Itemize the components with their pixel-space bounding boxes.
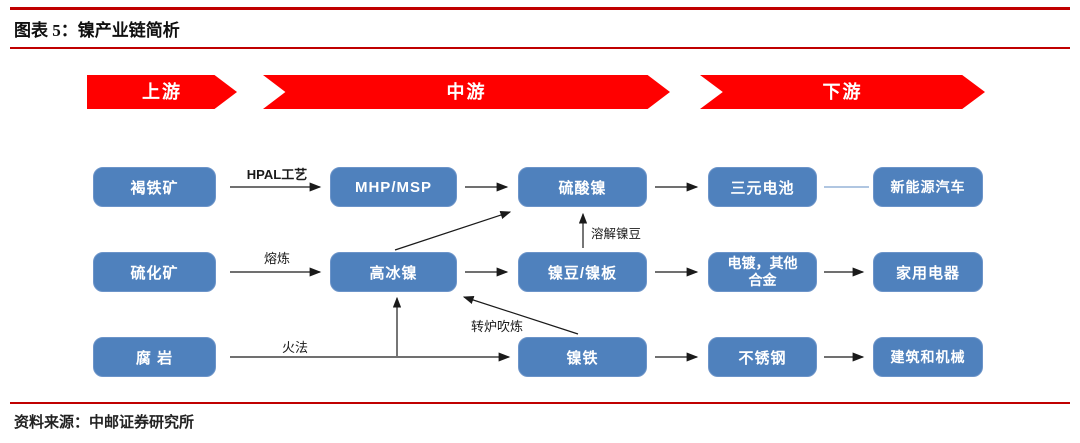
figure-title: 图表 5：镍产业链简析 xyxy=(14,21,180,40)
banner-upstream: 上游 xyxy=(87,75,237,109)
edge-label-pyrometallurgy: 火法 xyxy=(281,340,308,355)
node-nickel-sulfate: 硫酸镍 xyxy=(518,167,647,207)
edge-label-smelting: 熔炼 xyxy=(263,251,290,266)
node-new-energy-vehicle: 新能源汽车 xyxy=(873,167,983,207)
node-sulfide-ore: 硫化矿 xyxy=(93,252,216,292)
node-home-appliances: 家用电器 xyxy=(873,252,983,292)
node-electroplating-other-alloys: 电镀，其他 合金 xyxy=(708,252,817,292)
edge-label-dissolve-nickel-briquette: 溶解镍豆 xyxy=(591,227,642,241)
top-red-rule xyxy=(10,7,1070,10)
source-note: 资料来源：中邮证券研究所 xyxy=(14,415,195,431)
title-underline-rule xyxy=(10,47,1070,49)
banner-midstream: 中游 xyxy=(263,75,670,109)
edge-label-converter-blowing: 转炉吹炼 xyxy=(471,319,524,334)
node-construction-machinery: 建筑和机械 xyxy=(873,337,983,377)
node-ferronickel: 镍铁 xyxy=(518,337,647,377)
node-nickel-matte: 高冰镍 xyxy=(330,252,457,292)
node-mhp-msp: MHP/MSP xyxy=(330,167,457,207)
node-nickel-briquette-plate: 镍豆/镍板 xyxy=(518,252,647,292)
node-saprolite-rock: 腐 岩 xyxy=(93,337,216,377)
node-ternary-battery: 三元电池 xyxy=(708,167,817,207)
edge-matte-to-sulfate xyxy=(394,211,512,251)
edge-label-hpal-process: HPAL工艺 xyxy=(246,167,308,182)
footer-red-rule xyxy=(10,402,1070,404)
node-laterite-ore: 褐铁矿 xyxy=(93,167,216,207)
node-stainless-steel: 不锈钢 xyxy=(708,337,817,377)
banner-downstream: 下游 xyxy=(700,75,985,109)
